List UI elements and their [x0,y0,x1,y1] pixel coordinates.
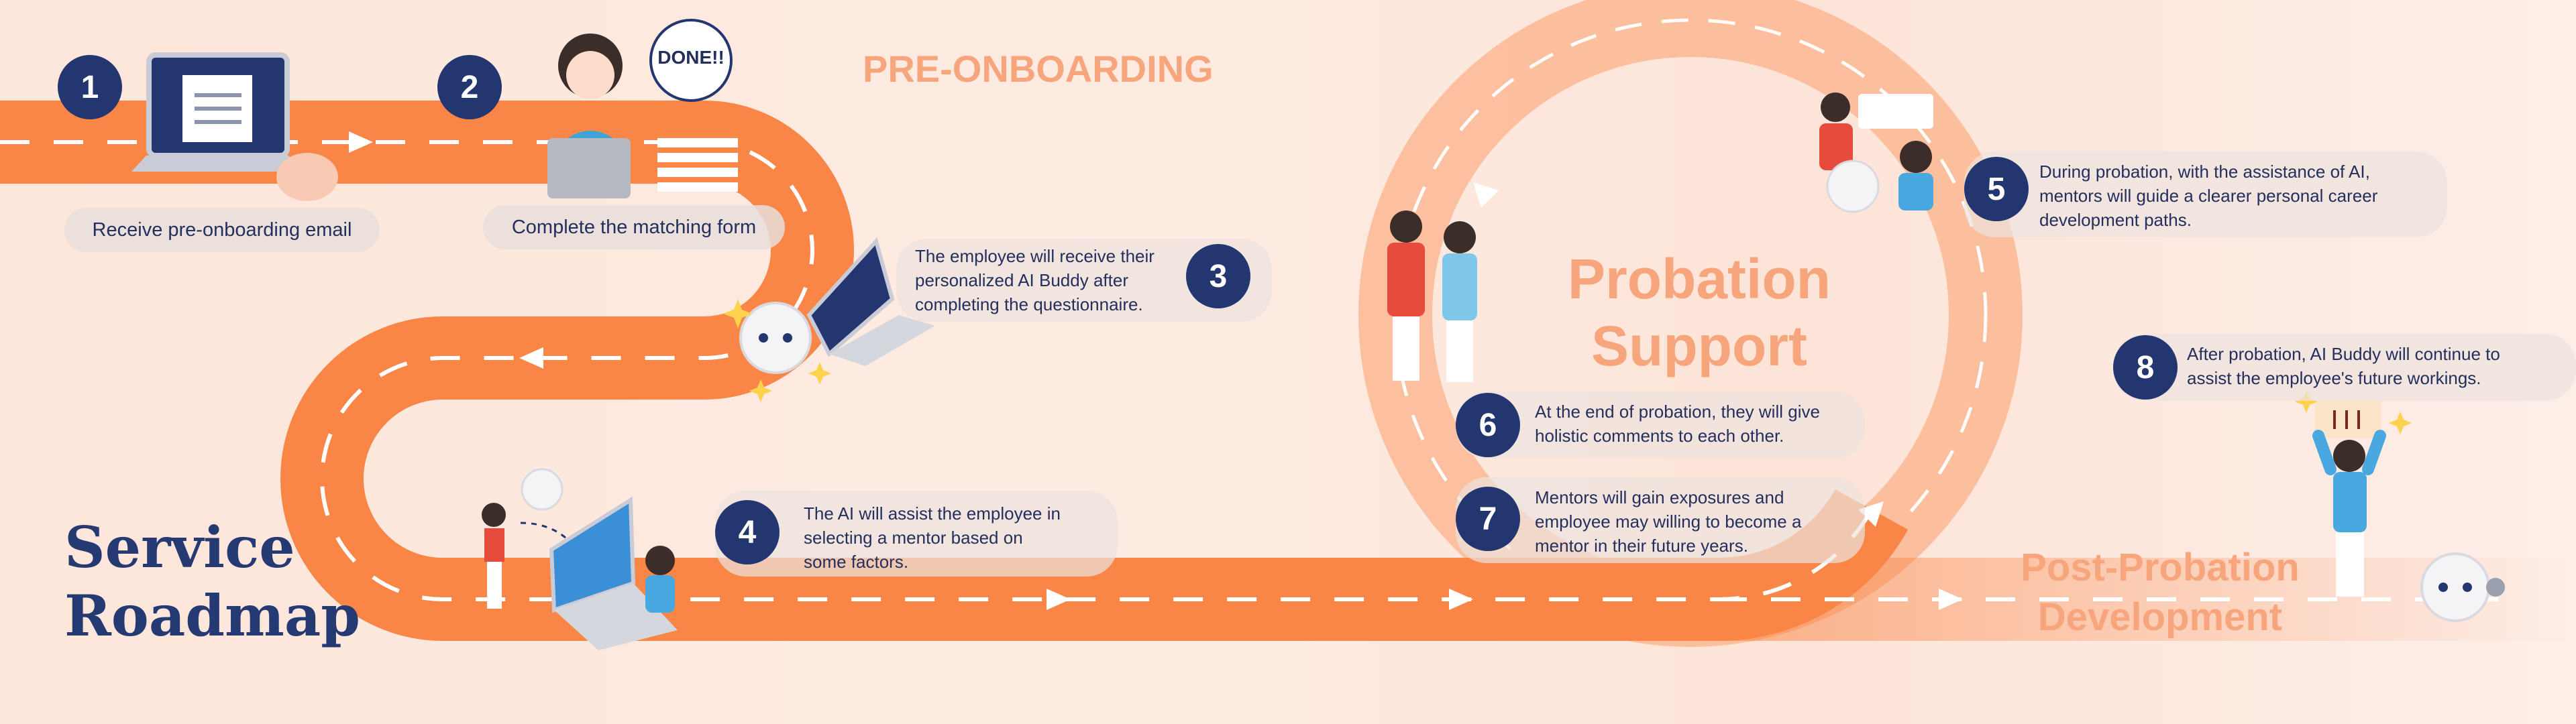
step-5-number: 5 [1964,157,2029,221]
probation-support-heading: Probation Support [1536,245,1862,379]
step-5-description: During probation, with the assistance of… [1964,152,2447,237]
celebrating-employee-icon [2295,390,2412,597]
step-5-line-2: mentors will guide a clearer personal ca… [2039,186,2378,206]
step-3-line-2: personalized AI Buddy after [915,270,1128,290]
step-2-number: 2 [437,55,502,119]
step-4-number: 4 [715,500,780,564]
post-probation-heading-line-2: Development [2037,595,2283,639]
step-6-number: 6 [1456,393,1520,457]
step-6-line-2: holistic comments to each other. [1535,426,1784,446]
step-8-line-1: After probation, AI Buddy will continue … [2187,344,2500,364]
done-badge: DONE!! [657,47,724,68]
step-7-number: 7 [1456,487,1520,551]
step-7-line-3: mentor in their future years. [1535,536,1748,556]
mentoring-session-icon [1819,93,1933,213]
step-6-description: At the end of probation, they will give … [1456,391,1865,459]
step-3-number: 3 [1186,244,1250,308]
step-5-line-1: During probation, with the assistance of… [2039,162,2370,182]
step-4-line-1: The AI will assist the employee in [804,503,1061,524]
step-3-line-1: The employee will receive their [915,246,1155,266]
probation-heading-line-2: Support [1591,314,1807,377]
ai-buddy-laptop-icon [723,237,935,402]
step-1-label: Receive pre-onboarding email [64,208,380,252]
post-probation-heading-line-1: Post-Probation [2021,546,2300,589]
pre-onboarding-heading: PRE-ONBOARDING [863,48,1214,90]
step-2-label: Complete the matching form [483,205,785,249]
probation-heading-line-1: Probation [1568,247,1831,310]
step-7-line-1: Mentors will gain exposures and [1535,487,1784,507]
woman-form-icon [547,19,738,198]
title-line-2: Roadmap [64,583,361,649]
step-3-line-3: completing the questionnaire. [915,294,1143,314]
post-probation-heading: Post-Probation Development [1986,543,2334,642]
step-6-line-1: At the end of probation, they will give [1535,402,1820,422]
step-4-description: The AI will assist the employee in selec… [715,491,1118,577]
title-line-1: Service [64,514,295,581]
email-laptop-icon [131,52,338,201]
step-1-number: 1 [58,55,122,119]
step-8-line-2: assist the employee's future workings. [2187,368,2481,388]
service-roadmap-title: Service Roadmap [64,514,360,650]
feedback-pair-icon [1387,210,1477,382]
step-4-line-3: some factors. [804,552,909,572]
step-7-description: Mentors will gain exposures and employee… [1456,477,1865,563]
step-8-number: 8 [2113,335,2178,400]
step-4-line-2: selecting a mentor based on [804,528,1023,548]
step-5-line-3: development paths. [2039,210,2192,230]
ai-buddy-robot-icon [2420,552,2505,622]
step-7-line-2: employee may willing to become a [1535,511,1802,532]
mentor-matching-icon [482,468,678,650]
step-8-description: After probation, AI Buddy will continue … [2113,334,2576,401]
